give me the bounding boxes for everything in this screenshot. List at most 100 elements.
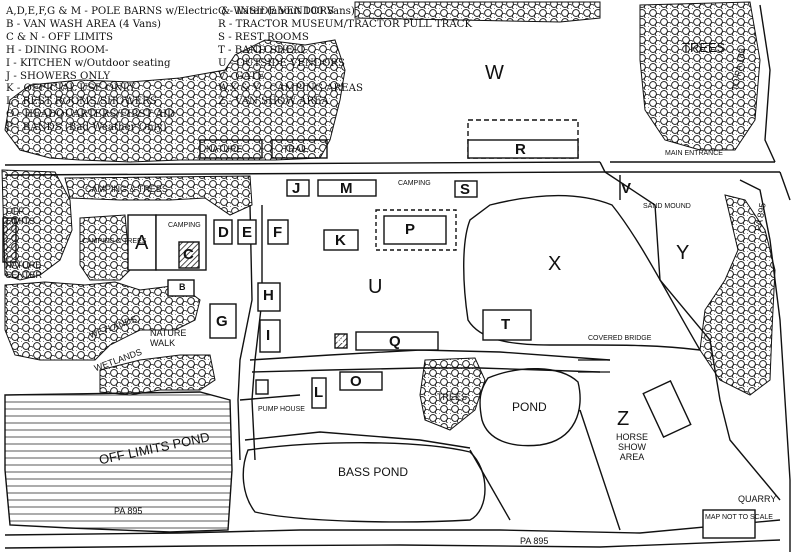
legend-item: H - DINING ROOM- bbox=[6, 44, 109, 56]
pond-shape bbox=[479, 368, 581, 447]
gate-v-label: V bbox=[621, 180, 632, 197]
pump-house-label: PUMP HOUSE bbox=[258, 406, 305, 413]
trees-pond bbox=[419, 357, 486, 431]
building-h-label: H bbox=[263, 287, 274, 304]
field-x bbox=[463, 194, 702, 351]
roads bbox=[4, 4, 791, 552]
building-l-label: L bbox=[314, 384, 324, 401]
building-r-label: R bbox=[515, 141, 526, 158]
building-n-label: N bbox=[337, 335, 344, 345]
area-y-label: Y bbox=[676, 242, 690, 264]
building-d-label: D bbox=[218, 224, 229, 241]
building-p bbox=[383, 215, 447, 245]
covered-bridge-label: COVERED BRIDGE bbox=[588, 335, 652, 342]
building-i-label: I bbox=[266, 327, 271, 344]
building-p-label: P bbox=[405, 221, 416, 238]
building-l bbox=[311, 377, 327, 409]
nature-label: NATURE bbox=[206, 144, 243, 154]
tree-clusters bbox=[1, 1, 776, 431]
trees-nature-center bbox=[4, 281, 201, 361]
building-q bbox=[355, 331, 439, 351]
scale-note-box bbox=[702, 509, 756, 539]
nature-walk-label: NATURE WALK bbox=[150, 328, 187, 348]
nature-center-label: NATURE CENTER bbox=[5, 260, 43, 280]
camping-small-label: CAMPING bbox=[398, 180, 431, 187]
trees-camping-left bbox=[79, 214, 131, 281]
building-t-label: T bbox=[501, 316, 511, 333]
covered-bridge-lines bbox=[578, 359, 610, 373]
building-b bbox=[167, 279, 195, 297]
trees-central-left bbox=[4, 39, 346, 163]
bass-pond-shape bbox=[242, 442, 486, 523]
building-s-label: S bbox=[460, 181, 471, 198]
building-f bbox=[267, 219, 289, 245]
building-c bbox=[178, 241, 200, 269]
building-g bbox=[209, 303, 237, 339]
area-x-label: X bbox=[548, 253, 562, 275]
building-j bbox=[286, 179, 310, 197]
legend-left: A,D,E,F,G & M - POLE BARNS w/Electric & … bbox=[6, 6, 355, 135]
horse-barn bbox=[642, 379, 692, 439]
off-limits-hatch bbox=[2, 217, 17, 263]
building-m-label: M bbox=[340, 180, 353, 197]
pa-895-bottom-label: PA 895 bbox=[520, 536, 549, 546]
horse-show-area-label: HORSE SHOW AREA bbox=[615, 432, 648, 462]
building-k bbox=[323, 229, 359, 251]
legend-item: C & N - OFF LIMITS bbox=[6, 31, 113, 43]
building-o bbox=[339, 371, 383, 391]
building-q-label: Q bbox=[389, 333, 401, 350]
building-g-label: G bbox=[216, 313, 228, 330]
building-f-label: F bbox=[273, 224, 283, 241]
legend-item: K - OFFICIAL USE ONLY bbox=[6, 83, 136, 95]
map-not-to-scale-label: MAP NOT TO SCALE bbox=[705, 514, 773, 521]
buildings bbox=[127, 119, 756, 539]
legend-item: B - VAN WASH AREA (4 Vans) bbox=[6, 18, 162, 30]
bass-pond-label: BASS POND bbox=[338, 465, 409, 479]
camping-a-label: CAMPING bbox=[168, 222, 201, 229]
legend-item: L - REST ROOMS/SHOWERS bbox=[6, 96, 157, 108]
legend-item: Q - INSIDE VENDORS bbox=[218, 6, 334, 17]
building-e bbox=[237, 219, 257, 245]
building-j-label: J bbox=[292, 180, 301, 197]
nature-sign-box bbox=[199, 139, 263, 159]
building-s bbox=[454, 180, 478, 198]
area-z-label: Z bbox=[617, 408, 630, 430]
main-entrance-label: MAIN ENTRANCE bbox=[665, 150, 723, 157]
legend-item: J - SHOWERS ONLY bbox=[6, 70, 111, 82]
trees-top-right bbox=[639, 1, 761, 151]
legend-item: Z - VAN SHOW AREA bbox=[218, 96, 329, 108]
building-o-label: O bbox=[350, 373, 362, 390]
pump-house bbox=[255, 379, 269, 395]
building-a bbox=[127, 214, 157, 271]
legend-right: Q - INSIDE VENDORS R - TRACTOR MUSEUM/TR… bbox=[218, 6, 472, 109]
legend-item: V - GATE bbox=[218, 70, 265, 82]
quarry-label: QUARRY bbox=[738, 494, 777, 504]
sand-mound-label: SAND MOUND bbox=[643, 203, 691, 210]
trees-left-edge bbox=[1, 169, 73, 281]
building-t bbox=[482, 309, 532, 341]
trail-label: TRAIL bbox=[283, 144, 309, 154]
legend-item: S - REST ROOMS bbox=[218, 31, 309, 43]
pa-895-left-label: PA 895 bbox=[114, 506, 143, 516]
legend-item: P - BANDS (Bad Weather Only) bbox=[6, 122, 167, 134]
pond-label: POND bbox=[512, 400, 547, 414]
area-w-label: W bbox=[485, 62, 504, 84]
trees-camping-strip bbox=[64, 175, 253, 216]
trail-sign-box bbox=[271, 139, 328, 159]
legend-item: R - TRACTOR MUSEUM/TRACTOR PULL TRACK bbox=[218, 18, 473, 30]
legend-item: O - HEADQUARTERS/FIRST AID bbox=[6, 109, 176, 121]
off-limits-top-label: OFF LIMITS bbox=[6, 206, 36, 226]
legend-item: W,X & Y - CAMPING AREAS bbox=[218, 83, 363, 95]
trees-top-strip bbox=[354, 1, 601, 23]
building-i bbox=[259, 319, 281, 353]
camping-trees-label: CAMPING & TREES bbox=[85, 184, 168, 194]
building-m bbox=[317, 179, 377, 197]
building-r bbox=[467, 139, 579, 159]
building-b-label: B bbox=[179, 282, 186, 292]
building-n bbox=[334, 333, 348, 349]
building-d bbox=[213, 219, 233, 245]
building-h bbox=[257, 282, 281, 312]
building-e-label: E bbox=[242, 224, 253, 241]
